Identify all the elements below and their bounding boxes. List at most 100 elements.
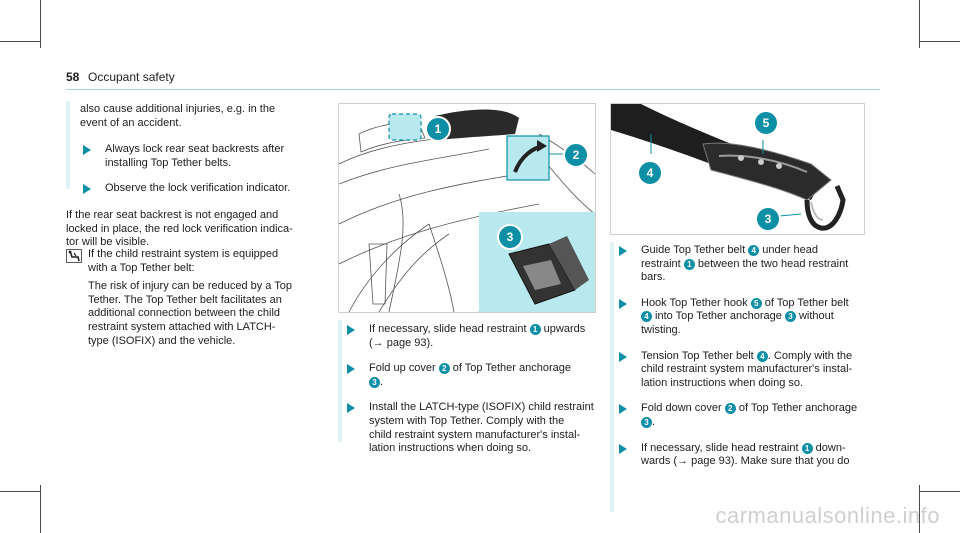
text-line: installing Top Tether belts. [105, 156, 232, 169]
text-span: Guide Top Tether belt [641, 244, 749, 256]
text-line: If the rear seat backrest is not engaged… [66, 209, 279, 221]
section-title: Occupant safety [88, 70, 175, 84]
text-line: lation instructions when doing so. [641, 376, 804, 389]
text-line: restraint system attached with LATCH- [88, 320, 276, 333]
callout-5: 5 [753, 110, 779, 136]
bullet-arrow-icon [619, 404, 627, 415]
child-restraint-note: If the child restraint system is equippe… [88, 248, 328, 348]
text-span: upwards [540, 323, 586, 335]
ref-badge: 3 [641, 416, 652, 428]
ref-badge: 1 [801, 442, 813, 454]
step-item: Install the LATCH-type (ISOFIX) child re… [344, 401, 596, 455]
headrest-anchorage-illustration: 1 2 3 [338, 103, 596, 313]
step-item: If necessary, slide head restraint 1 upw… [344, 323, 596, 350]
text-line: tor will be visible. [66, 236, 150, 249]
bullet-item: Always lock rear seat backrests after in… [80, 143, 320, 170]
crop-mark [40, 0, 41, 48]
step-item: Tension Top Tether belt 4. Comply with t… [616, 350, 868, 391]
text-line: with a Top Tether belt: [88, 261, 195, 274]
step-item: Guide Top Tether belt 4 under head restr… [616, 244, 868, 285]
ref-badge: 4 [641, 311, 652, 323]
callout-2: 2 [563, 142, 589, 168]
text-line: additional connection between the child [88, 307, 281, 320]
text-span: . [652, 415, 656, 428]
crop-mark [919, 0, 920, 48]
text-line: If the child restraint system is equippe… [88, 248, 279, 260]
text-line: Install the LATCH-type (ISOFIX) child re… [369, 401, 594, 414]
left-column: also cause additional injuries, e.g. in … [80, 103, 320, 208]
step-item: Fold up cover 2 of Top Tether anchorage … [344, 362, 596, 389]
text-line: event of an accident. [80, 116, 182, 129]
text-span: Fold down cover [641, 402, 725, 415]
crop-mark [920, 41, 960, 42]
page-number: 58 [66, 70, 80, 84]
child-seat-icon [66, 249, 82, 263]
crop-mark [0, 491, 40, 492]
text-line: The risk of injury can be reduced by a T… [88, 280, 293, 293]
text-line: twisting. [641, 323, 681, 336]
bullet-arrow-icon [83, 145, 91, 156]
ref-badge: 4 [748, 245, 760, 256]
ref-badge: 5 [750, 297, 762, 309]
bullet-arrow-icon [347, 325, 355, 335]
text-span: into Top Tether anchorage [652, 310, 785, 323]
right-steps: Guide Top Tether belt 4 under head restr… [616, 244, 868, 481]
middle-steps: If necessary, slide head restraint 1 upw… [344, 323, 596, 468]
steps-bar [338, 320, 342, 442]
step-item: Fold down cover 2 of Top Tether anchorag… [616, 402, 868, 429]
text-span: Hook Top Tether hook [641, 296, 751, 309]
bullet-arrow-icon [619, 443, 627, 454]
text-line: lation instructions when doing so. [369, 442, 532, 455]
crop-mark [919, 485, 920, 533]
callout-3: 3 [497, 224, 523, 250]
bullet-arrow-icon [347, 364, 355, 375]
callout-1: 1 [425, 116, 451, 142]
bullet-arrow-icon [619, 351, 627, 362]
ref-badge: 2 [724, 403, 736, 415]
bullet-arrow-icon [619, 298, 627, 309]
text-span: of Top Tether belt [761, 296, 849, 309]
lock-paragraph: If the rear seat backrest is not engaged… [66, 209, 321, 250]
callout-3: 3 [755, 206, 781, 232]
text-span: restraint [641, 257, 684, 270]
text-span: If necessary, slide head restraint [641, 441, 802, 454]
text-span: If necessary, slide head restraint [369, 323, 530, 335]
warning-text: also cause additional injuries, e.g. in … [80, 103, 320, 130]
text-line: bars. [641, 271, 666, 284]
callout-4: 4 [637, 160, 663, 186]
seat-drawing [339, 109, 595, 312]
text-span: Fold up cover [369, 362, 439, 375]
text-span: of Top Tether anchorage [735, 402, 858, 415]
text-line: child restraint system manufacturer's in… [641, 363, 853, 376]
step-item: If necessary, slide head restraint 1 dow… [616, 442, 868, 469]
text-span: of Top Tether anchorage [449, 362, 571, 375]
text-line: child restraint system manufacturer's in… [369, 428, 581, 441]
text-line: Observe the lock verification indicator. [105, 182, 291, 195]
crop-mark [40, 485, 41, 533]
crop-mark [0, 41, 40, 42]
page-link[interactable]: wards (→ page 93). Make sure that you do [641, 455, 850, 468]
text-span: . Comply with the [767, 349, 853, 362]
steps-bar [610, 242, 614, 512]
ref-badge: 1 [683, 258, 695, 270]
ref-badge: 3 [369, 376, 380, 388]
text-span: . [380, 375, 384, 388]
ref-badge: 1 [529, 324, 541, 335]
bullet-arrow-icon [83, 184, 91, 195]
step-item: Hook Top Tether hook 5 of Top Tether bel… [616, 297, 868, 338]
bullet-arrow-icon [347, 403, 355, 414]
header-rule [66, 89, 880, 90]
crop-mark [920, 491, 960, 492]
watermark: carmanualsonline.info [715, 503, 940, 528]
text-span: without [795, 310, 834, 323]
text-line: system with Top Tether. Comply with the [369, 414, 565, 427]
bullet-item: Observe the lock verification indicator. [80, 182, 320, 196]
text-span: Tension Top Tether belt [641, 349, 757, 362]
text-line: type (ISOFIX) and the vehicle. [88, 334, 236, 347]
text-span: under head [759, 244, 818, 256]
ref-badge: 4 [756, 350, 768, 362]
bullet-arrow-icon [619, 246, 627, 256]
ref-badge: 3 [784, 311, 796, 323]
page-link[interactable]: (→ page 93). [369, 336, 434, 349]
warning-continuation-bar [66, 101, 70, 189]
